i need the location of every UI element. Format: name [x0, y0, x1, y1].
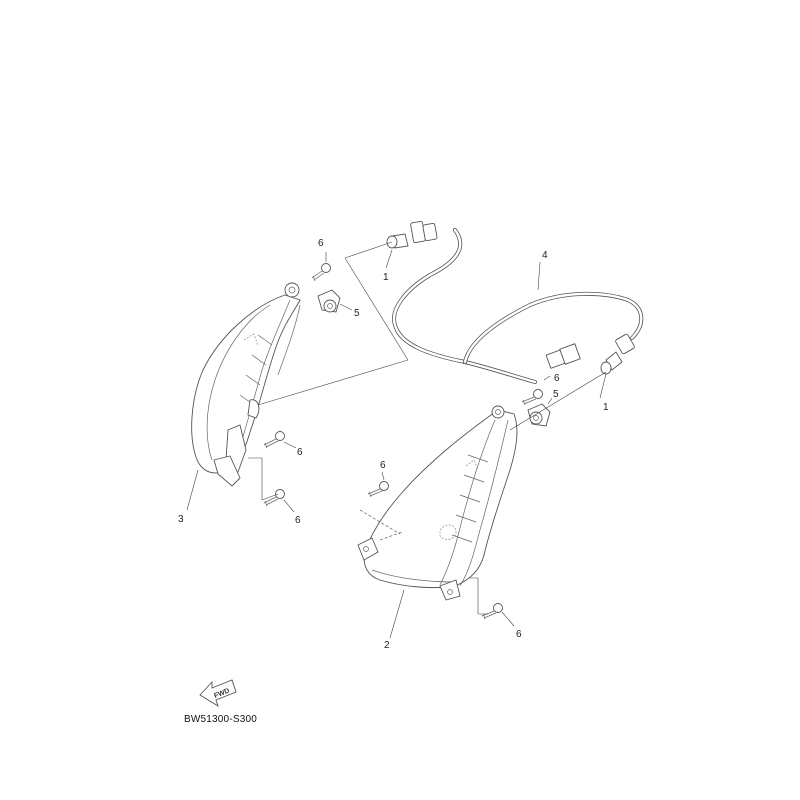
bulb-top: [386, 233, 409, 249]
callout-bulb-top: 1: [383, 272, 389, 283]
callout-screw-left-mid: 6: [297, 447, 303, 458]
screw-left-mid: [263, 431, 285, 449]
callout-bulb-right: 1: [603, 402, 609, 413]
screw-top-left: [311, 263, 331, 282]
screw-right-top: [521, 389, 543, 406]
part-code: BW51300-S300: [184, 714, 257, 725]
callout-screw-top-left: 6: [318, 238, 324, 249]
assembly-lines: [186, 241, 607, 639]
callout-grommet-left: 5: [354, 308, 360, 319]
bulb-right: [600, 351, 623, 375]
callout-labels: 1 1 2 3 4 5 5 6 6 6 6 6 6: [178, 238, 609, 651]
callout-screw-right-top: 6: [554, 373, 560, 384]
callout-flasher-left: 3: [178, 514, 184, 525]
callout-screw-right-low: 6: [516, 629, 522, 640]
callout-screw-right-mid: 6: [380, 460, 386, 471]
grommet-right: [527, 403, 551, 427]
fwd-arrow-icon: FWD: [199, 679, 237, 708]
callout-lead-wire: 4: [542, 250, 548, 261]
flasher-right: [357, 405, 518, 601]
screw-left-low: [263, 489, 285, 507]
callout-grommet-right: 5: [553, 389, 559, 400]
lead-wire: [392, 220, 644, 384]
callout-flasher-right: 2: [384, 640, 390, 651]
callout-screw-left-low: 6: [295, 515, 301, 526]
grommet-left: [317, 289, 341, 313]
screw-right-low: [481, 603, 503, 620]
screw-right-mid: [367, 481, 389, 498]
flasher-left: [191, 282, 301, 487]
